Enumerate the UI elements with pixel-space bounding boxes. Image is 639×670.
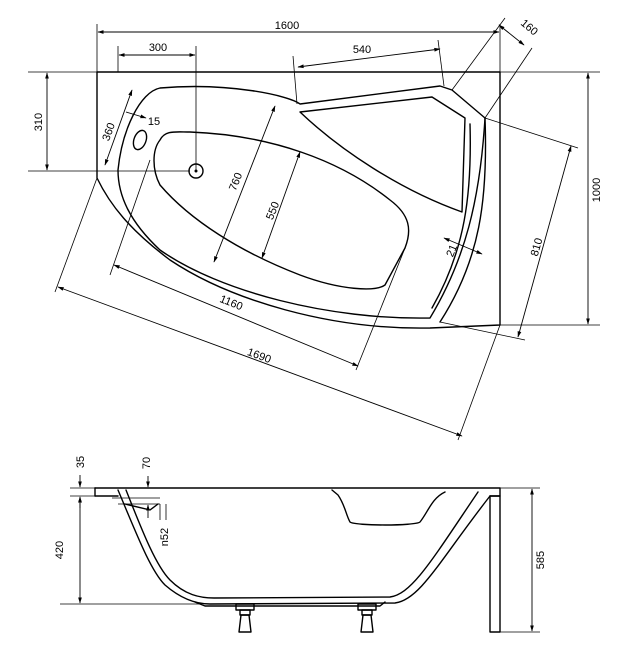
label-drain-depth: 310 <box>33 113 45 131</box>
label-drain-dia: n52 <box>159 528 171 546</box>
dim-line-diag-outer <box>57 286 463 437</box>
label-inner-depth: 420 <box>54 541 66 559</box>
side-body-contour <box>117 489 491 605</box>
side-apron-line-1 <box>439 117 487 323</box>
side-view: 35 70 n52 420 585 <box>54 456 547 633</box>
dim-line-diag-inner <box>113 264 359 367</box>
top-view: 1600 300 540 160 310 360 15 760 550 <box>28 17 603 441</box>
dim-line-inner-width <box>261 151 301 259</box>
dim-line-rim-thickness <box>443 237 483 255</box>
label-rim-height: 35 <box>75 456 87 468</box>
label-headrest-length: 540 <box>353 44 371 56</box>
label-overall-width: 1600 <box>275 20 299 32</box>
foot-right <box>357 603 377 633</box>
label-corner-cut: 160 <box>518 17 540 38</box>
side-inner-contour <box>125 489 479 599</box>
dim-line-side-depth <box>517 145 572 338</box>
tub-rim-outline <box>117 85 486 319</box>
label-overall-depth: 1000 <box>591 178 603 202</box>
headrest-recess <box>299 96 466 213</box>
label-diag-outer: 1690 <box>245 346 272 366</box>
label-overflow-center: 70 <box>141 457 153 469</box>
tub-outer-contour <box>96 71 501 329</box>
foot-left <box>235 603 255 633</box>
label-total-height: 585 <box>535 551 547 569</box>
side-headrest-recess <box>331 489 446 526</box>
label-overflow-dia: 15 <box>148 116 160 128</box>
dim-line-overflow-dia <box>125 111 147 119</box>
label-inner-width: 550 <box>264 200 282 222</box>
inner-basin <box>153 131 410 290</box>
dim-line-inner-length <box>213 105 276 263</box>
label-drain-from-edge: 300 <box>149 42 167 54</box>
label-side-depth: 810 <box>529 237 546 258</box>
overflow-hole <box>132 129 148 151</box>
label-rim-thickness: 21 <box>444 243 460 259</box>
label-diag-inner: 1160 <box>218 293 244 313</box>
dim-line-corner-cut <box>498 24 525 46</box>
dim-line-headrest-length <box>297 47 441 69</box>
dim-line-overflow-offset <box>104 89 133 166</box>
label-overflow-offset: 360 <box>100 121 118 142</box>
side-apron-panel <box>489 495 501 633</box>
